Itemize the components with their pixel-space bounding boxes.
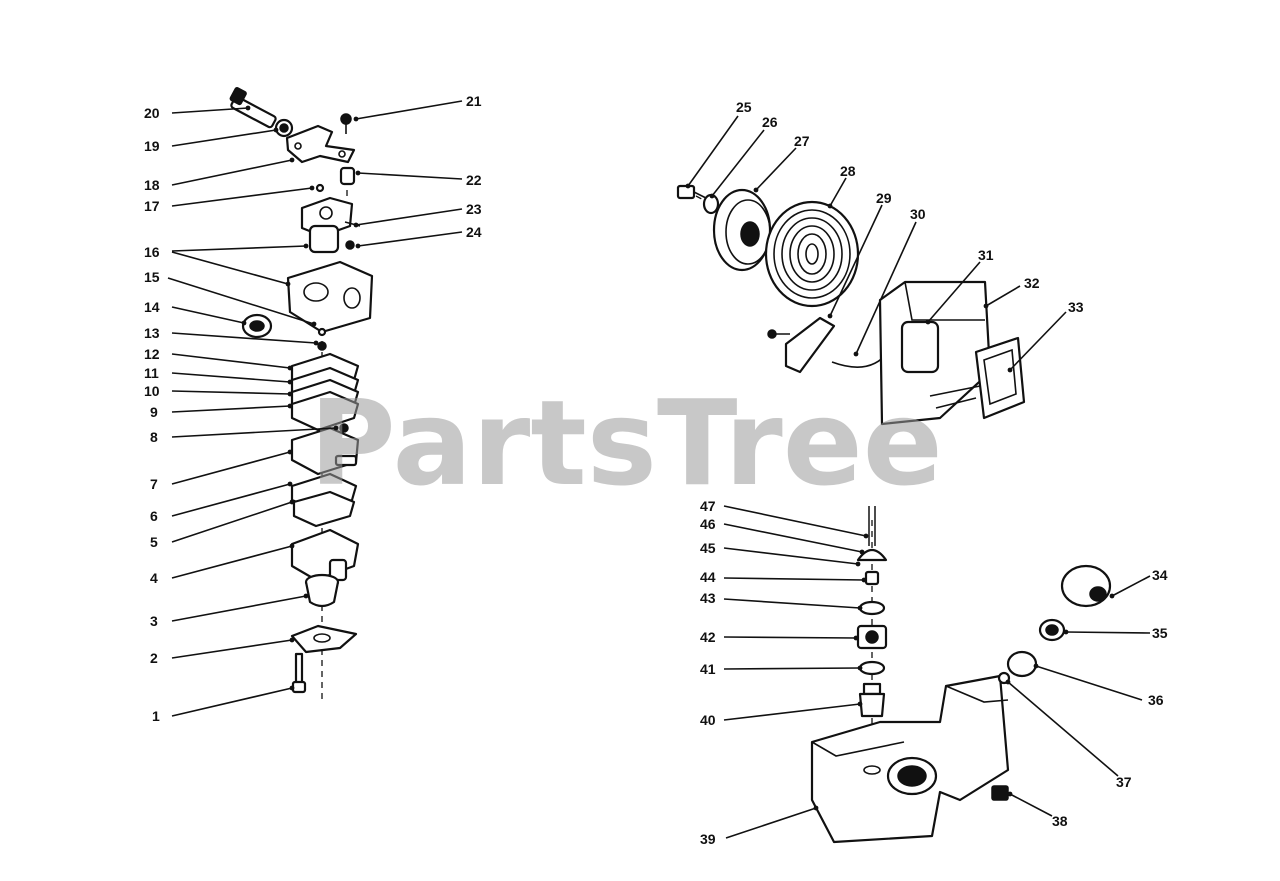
callout-39: 39: [700, 831, 716, 847]
part-42-nut: [856, 624, 888, 650]
callout-26: 26: [762, 114, 778, 130]
callout-24: 24: [466, 224, 482, 240]
callout-25: 25: [736, 99, 752, 115]
part-3-cup: [304, 573, 340, 608]
callout-22: 22: [466, 172, 482, 188]
callout-35: 35: [1152, 625, 1168, 641]
part-33-gasket: [974, 336, 1026, 420]
part-41-washer: [858, 660, 886, 676]
callout-20: 20: [144, 105, 160, 121]
callout-13: 13: [144, 325, 160, 341]
part-29-starter-handle: [767, 316, 836, 374]
callout-15: 15: [144, 269, 160, 285]
callout-11: 11: [144, 365, 159, 381]
part-4-cover: [290, 528, 360, 582]
callout-43: 43: [700, 590, 716, 606]
part-36-gasket: [1006, 650, 1038, 678]
callout-28: 28: [840, 163, 856, 179]
starter-assembly: [676, 184, 1026, 426]
part-39-fuel-tank: [810, 674, 1010, 844]
callout-14: 14: [144, 299, 160, 315]
part-22-fitting: [339, 166, 356, 186]
callout-34: 34: [1152, 567, 1168, 583]
part-28-recoil-spring: [764, 200, 860, 308]
callout-6: 6: [150, 508, 158, 524]
callout-42: 42: [700, 629, 716, 645]
part-5-diaphragm: [292, 490, 356, 528]
part-25-bolt: [676, 184, 707, 200]
callout-31: 31: [978, 247, 994, 263]
part-21-screw: [340, 113, 352, 134]
part-40-fitting: [858, 682, 886, 718]
part-1-bolt: [291, 652, 307, 694]
part-2-plate: [290, 624, 358, 654]
callout-30: 30: [910, 206, 926, 222]
callout-45: 45: [700, 540, 716, 556]
part-38-filter: [991, 785, 1009, 801]
part-47-fuel-line: [868, 506, 876, 546]
callout-3: 3: [150, 613, 158, 629]
callout-18: 18: [144, 177, 160, 193]
callout-44: 44: [700, 569, 716, 585]
part-35-cap-insert: [1038, 618, 1066, 642]
part-15-small-part: [317, 327, 327, 337]
callout-9: 9: [150, 404, 158, 420]
callout-12: 12: [144, 346, 160, 362]
callout-2: 2: [150, 650, 158, 666]
fuel-tank-assembly: [810, 506, 1112, 844]
callout-1: 1: [152, 708, 160, 724]
part-8-small-part: [339, 423, 349, 433]
part-14-seal: [241, 313, 273, 339]
callout-36: 36: [1148, 692, 1164, 708]
callout-29: 29: [876, 190, 892, 206]
callout-7: 7: [150, 476, 158, 492]
part-13-small-part: [317, 341, 327, 351]
part-17-small-part: [315, 183, 325, 193]
part-43-washer: [858, 600, 886, 616]
part-19-nut: [274, 118, 294, 138]
callout-8: 8: [150, 429, 158, 445]
part-34-fuel-cap: [1060, 564, 1112, 608]
part-27-pulley: [712, 188, 772, 272]
part-18-bracket: [285, 124, 356, 164]
callout-16: 16: [144, 244, 160, 260]
gasket-stack: [290, 352, 360, 432]
callout-37: 37: [1116, 774, 1132, 790]
callout-46: 46: [700, 516, 716, 532]
watermark-text: PartsTree: [309, 374, 943, 512]
part-31-32-starter-housing: [878, 280, 992, 426]
callout-5: 5: [150, 534, 158, 550]
part-24-spring: [345, 240, 355, 250]
callout-23: 23: [466, 201, 482, 217]
carburetor-assembly: [229, 87, 374, 700]
part-45-46-grommet: [856, 548, 888, 562]
part-16-upper-body: [300, 196, 354, 254]
leader-lines: [167, 100, 1151, 839]
part-44-fitting: [864, 570, 880, 586]
callout-10: 10: [144, 383, 160, 399]
callout-19: 19: [144, 138, 160, 154]
callout-27: 27: [794, 133, 810, 149]
part-16-carburetor-body: [286, 260, 374, 334]
callout-41: 41: [700, 661, 716, 677]
callout-17: 17: [144, 198, 160, 214]
callout-32: 32: [1024, 275, 1040, 291]
callout-47: 47: [700, 498, 716, 514]
callout-numbers: 20 19 18 17 16 15 14 13 12 11 10 9 8 7 6…: [144, 93, 1168, 847]
callout-33: 33: [1068, 299, 1084, 315]
callout-4: 4: [150, 570, 158, 586]
callout-40: 40: [700, 712, 716, 728]
callout-21: 21: [466, 93, 482, 109]
callout-38: 38: [1052, 813, 1068, 829]
part-20-screw: [229, 87, 277, 129]
